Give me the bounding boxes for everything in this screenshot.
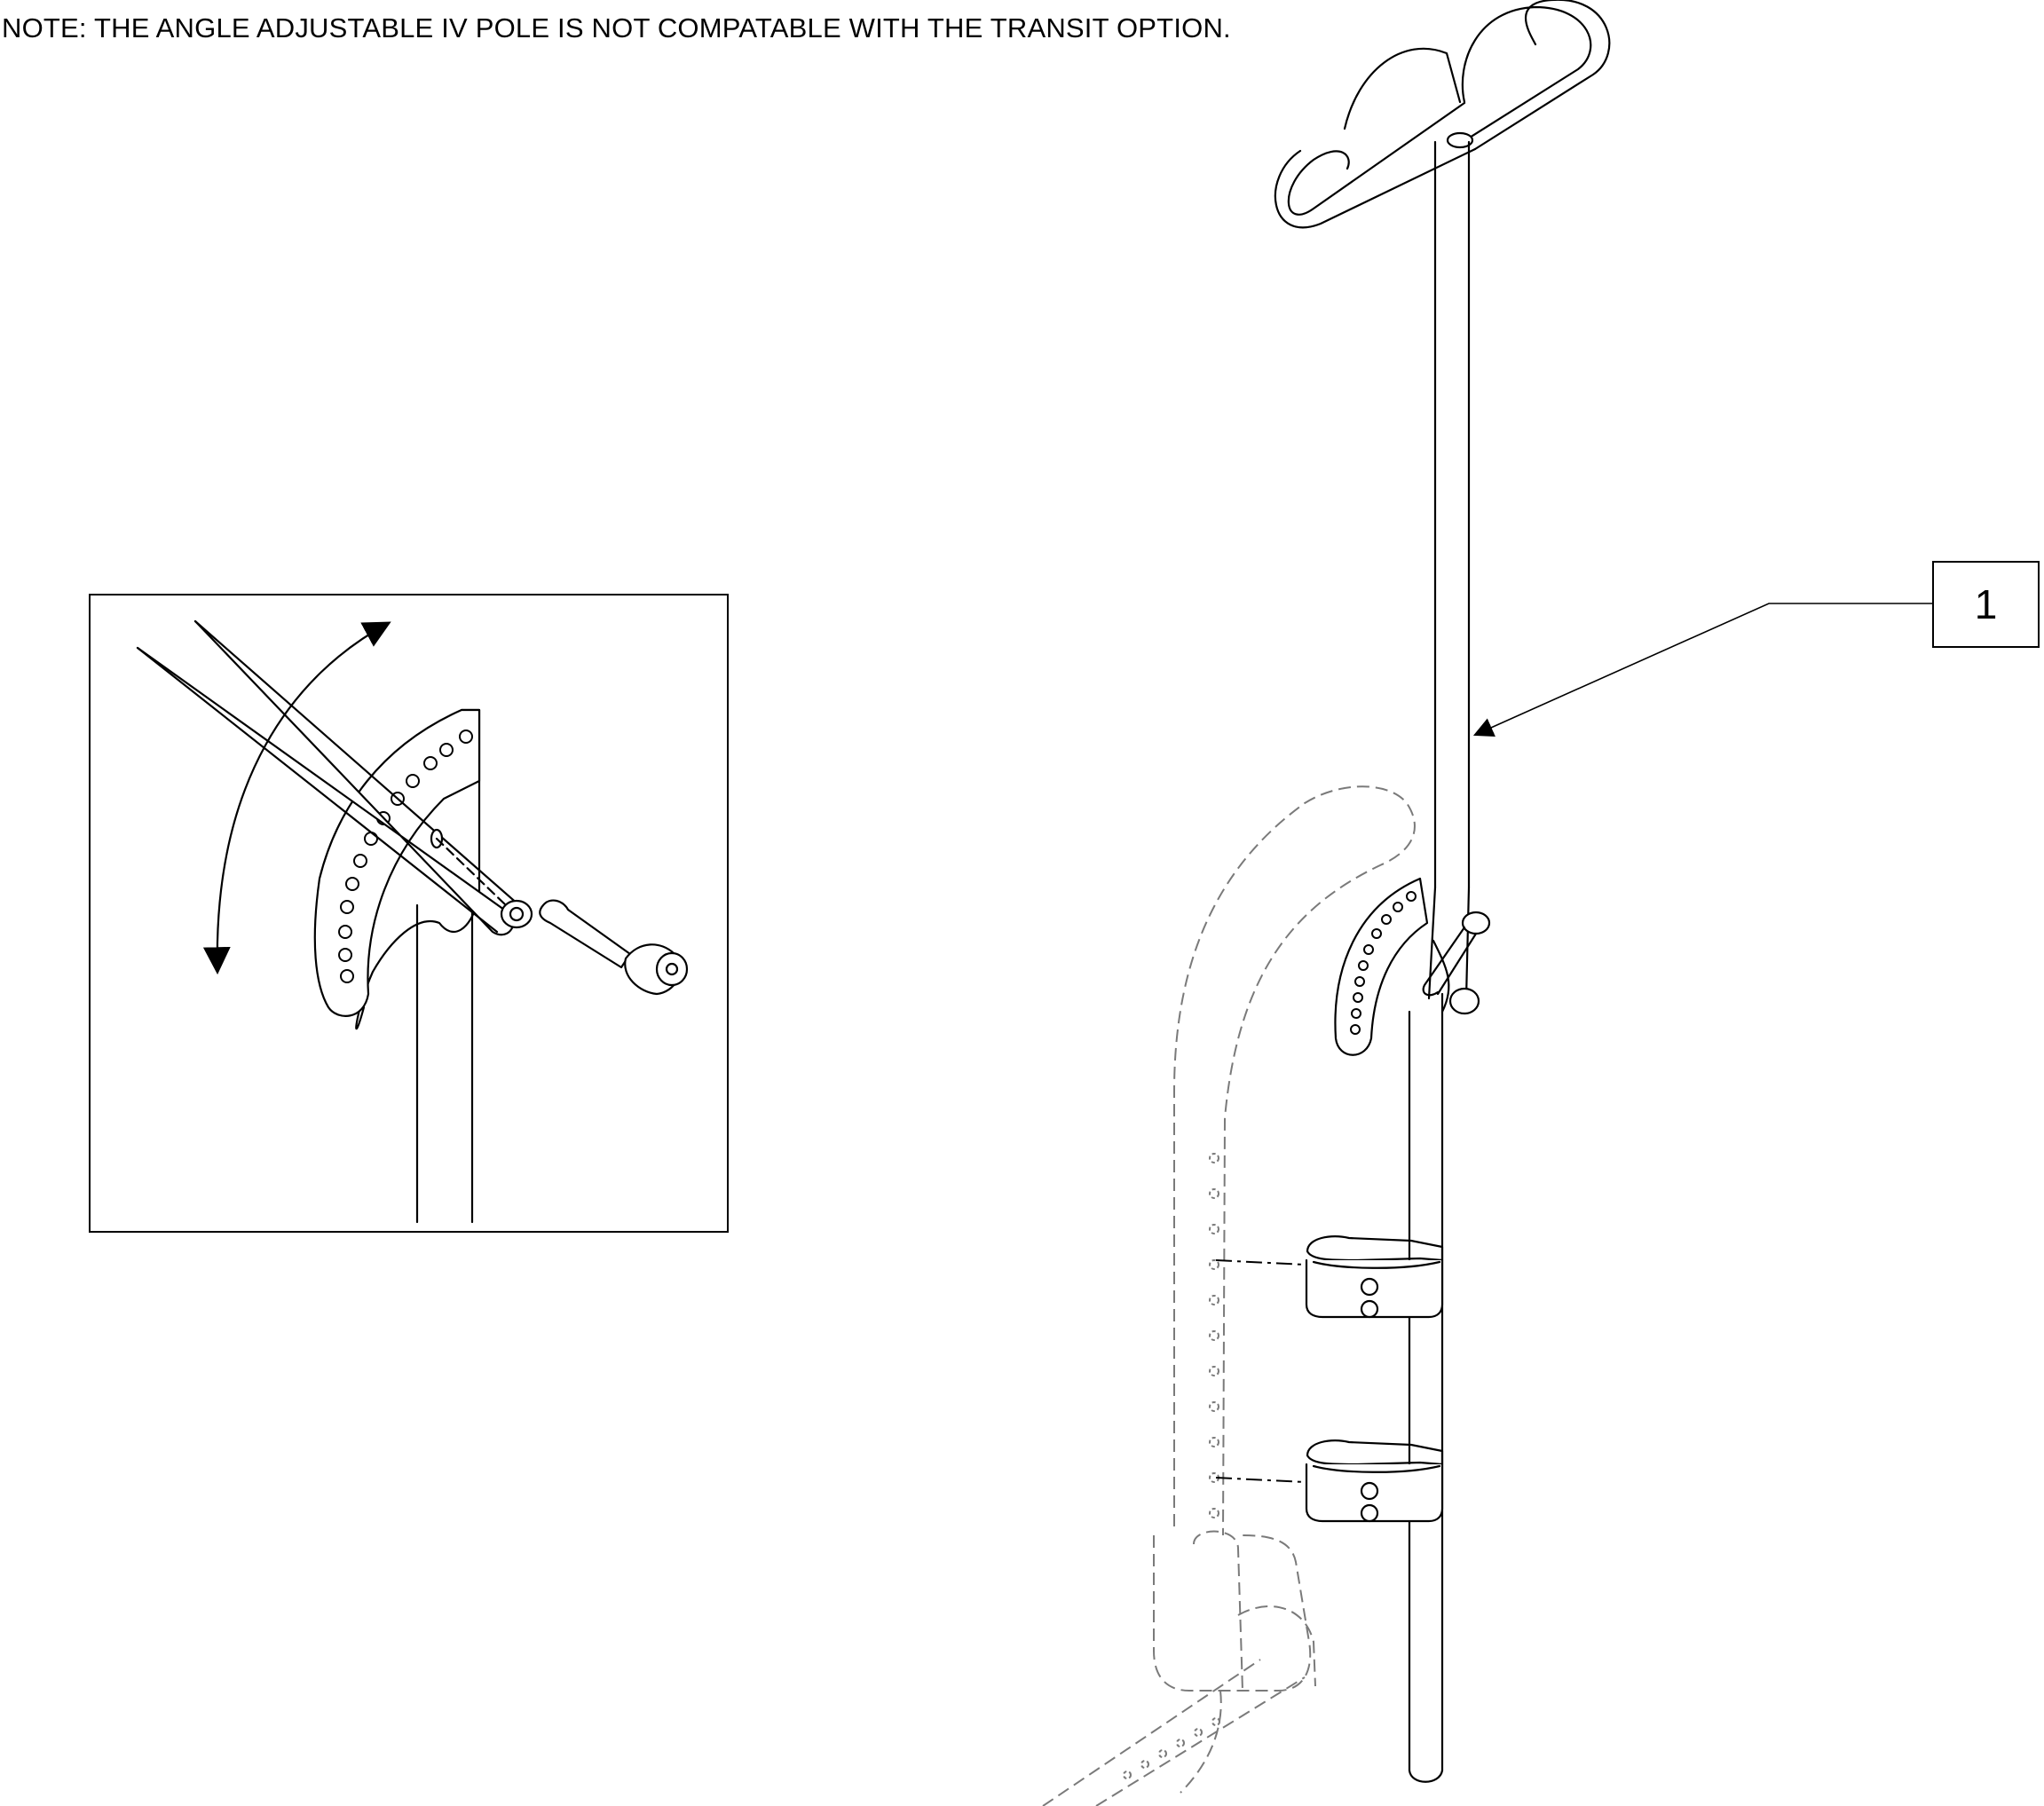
callout-box-1: 1 (1932, 561, 2040, 648)
callout-number-1: 1 (1974, 581, 1998, 627)
iv-pole (1408, 140, 1471, 1783)
callout-leader-1 (1472, 603, 1932, 737)
upper-clamp (1305, 1235, 1444, 1319)
wheelchair-frame-ghost (1042, 785, 1416, 1806)
diagram-note: NOTE: THE ANGLE ADJUSTABLE IV POLE IS NO… (2, 12, 1231, 43)
angle-bracket (1334, 877, 1491, 1056)
lower-clamp (1305, 1439, 1444, 1523)
iv-pole-hook (1274, 0, 1611, 229)
detail-inset (89, 594, 729, 1233)
